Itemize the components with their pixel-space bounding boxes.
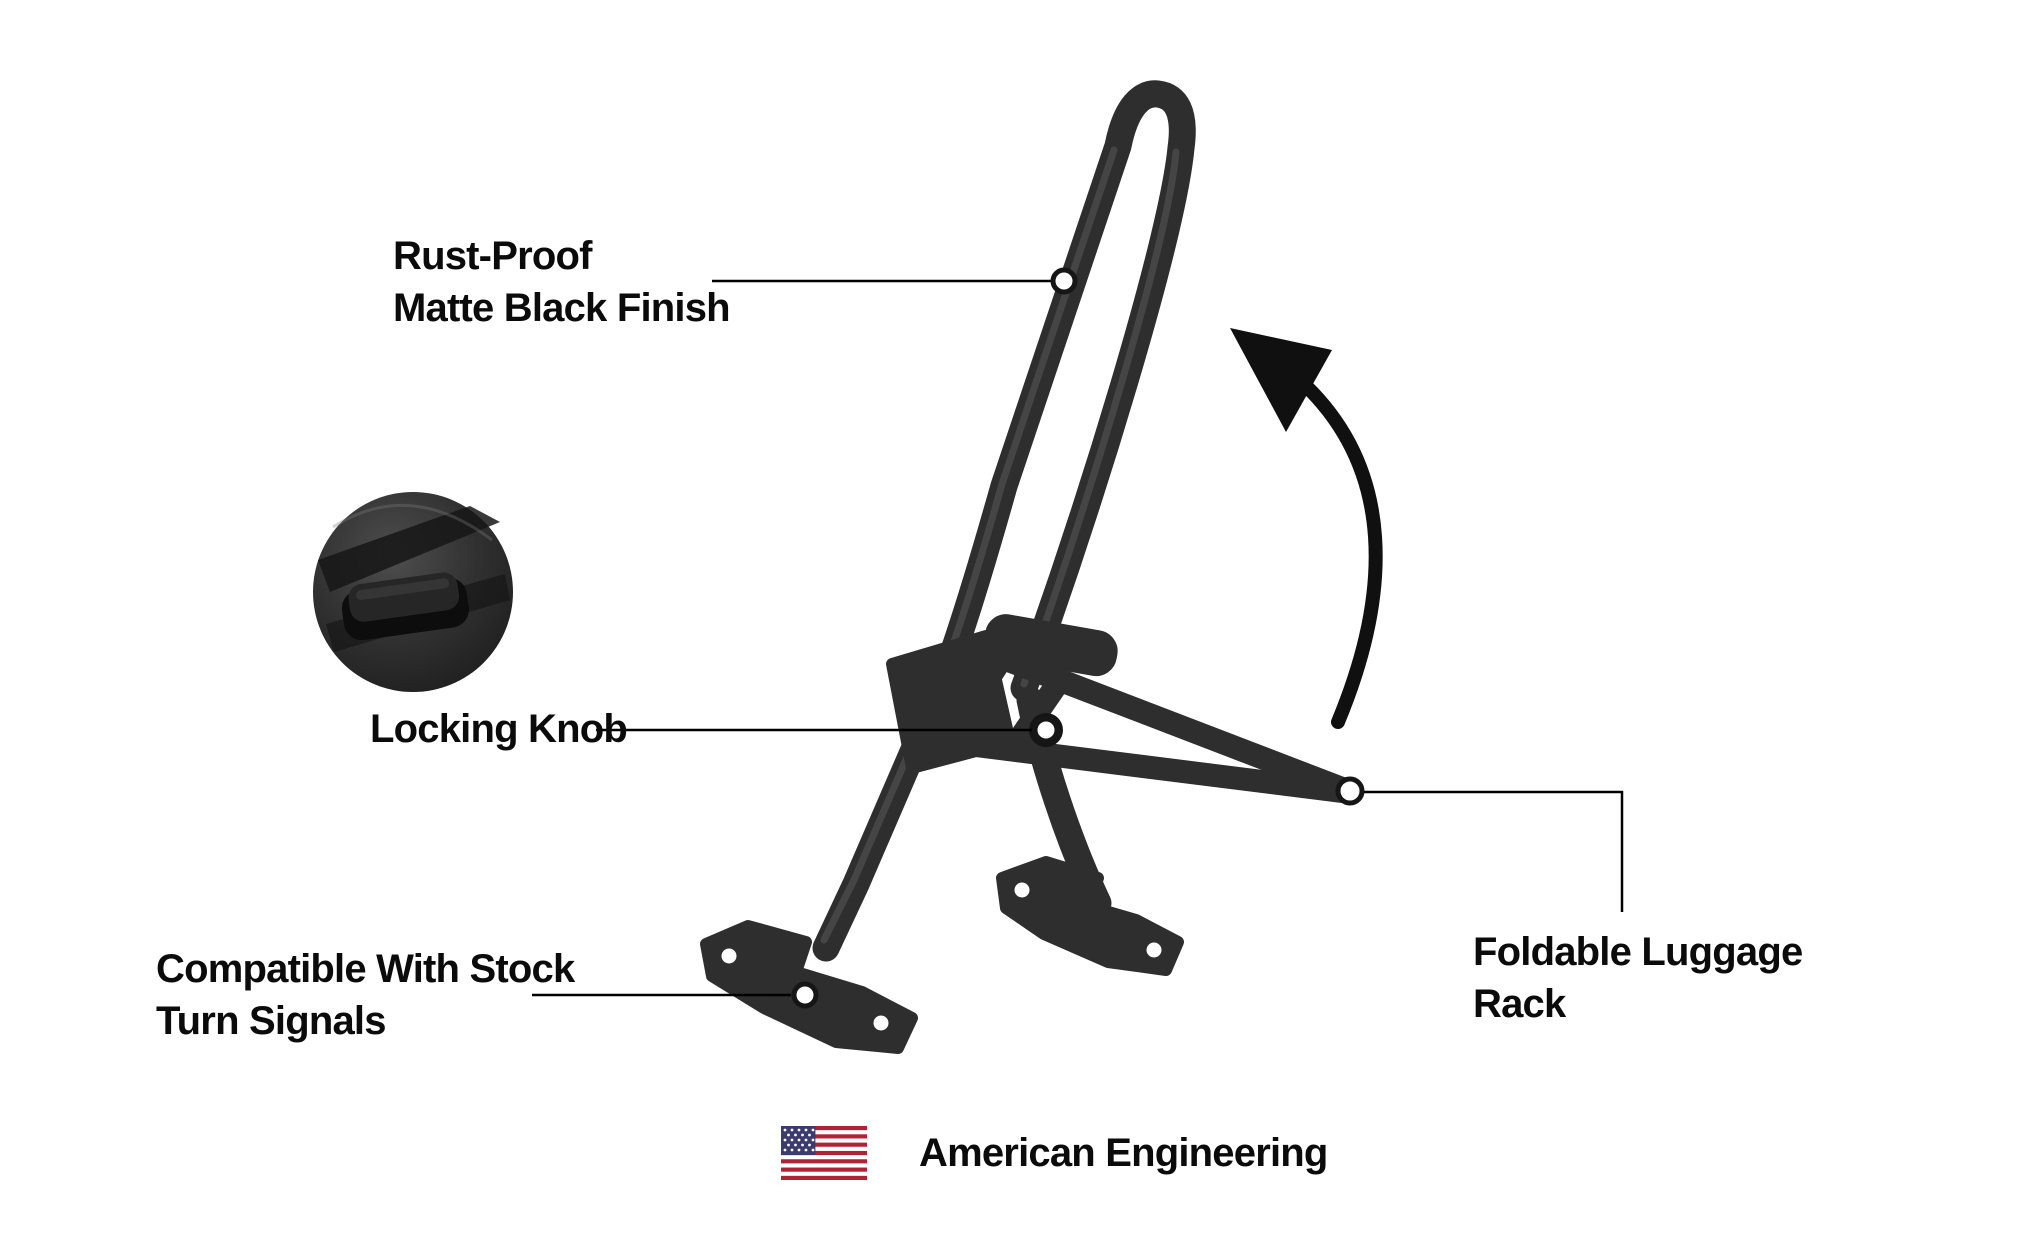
callout-label-turn-signals: Compatible With Stock Turn Signals: [156, 947, 575, 1043]
locking-knob-inset: [313, 492, 513, 692]
sissy-bar-illustration: [700, 80, 1358, 1054]
callout-line-luggage-rack: [1364, 790, 1624, 912]
callout-label-luggage-rack: Foldable Luggage Rack: [1473, 930, 1803, 1026]
callout-label-locking-knob: Locking Knob: [370, 707, 628, 751]
point-marker-turn-signals: [791, 981, 819, 1009]
us-flag-icon: [781, 1126, 867, 1180]
fold-direction-arrow-icon: [1230, 328, 1383, 729]
footer: American Engineering: [781, 1124, 1328, 1182]
callout-markers: [791, 267, 1365, 1009]
point-marker-luggage-rack: [1335, 776, 1365, 806]
callout-label-rust-proof: Rust-Proof Matte Black Finish: [393, 234, 731, 330]
right-mounting-bracket: [996, 856, 1184, 976]
point-marker-rust-proof: [1050, 267, 1078, 295]
footer-label: American Engineering: [919, 1130, 1328, 1175]
point-marker-locking-knob: [1032, 716, 1060, 744]
callout-lines: [532, 279, 1624, 997]
